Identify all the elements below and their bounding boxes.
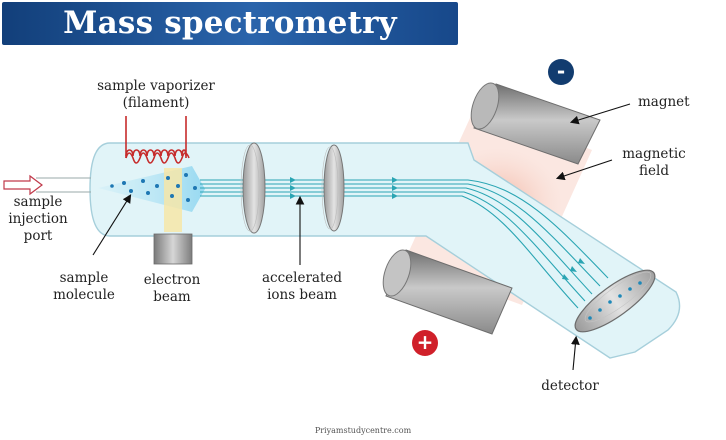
ions-label-line1: accelerated	[261, 270, 343, 286]
ion-beam	[200, 177, 609, 309]
magnet-top	[470, 82, 601, 165]
vacuum-tube	[89, 142, 681, 359]
accelerator-plate-2	[321, 144, 345, 232]
injection-port-label: sample injection port	[0, 194, 76, 245]
detector-label: detector	[541, 378, 599, 394]
injection-label-line3: port	[23, 228, 53, 244]
electron-label-line2: beam	[153, 289, 191, 305]
electron-gun	[153, 233, 193, 265]
title-banner: Mass spectrometry	[2, 2, 458, 45]
accelerator-plate-1	[240, 142, 266, 234]
vaporizer-label-line2: (filament)	[122, 95, 190, 111]
magnetic-field-label-line2: field	[639, 163, 669, 179]
page-title: Mass spectrometry	[63, 5, 397, 41]
molecule-label-line1: sample	[59, 270, 109, 286]
electron-beam-label: electron beam	[130, 272, 214, 306]
credit-text: Priyamstudycentre.com	[314, 426, 412, 435]
injection-label-line2: injection	[8, 211, 68, 227]
magnet-bottom	[382, 249, 513, 335]
detector-plate	[574, 269, 656, 333]
molecule-label-line2: molecule	[53, 287, 115, 303]
leader-lines	[92, 103, 631, 371]
negative-pole-icon: -	[548, 59, 574, 85]
positive-pole-icon: +	[412, 330, 438, 356]
ions-label-line2: ions beam	[267, 287, 337, 303]
injection-arrow	[3, 174, 91, 196]
magnet-label: magnet	[638, 94, 690, 110]
ions-beam-label: accelerated ions beam	[250, 270, 354, 304]
magnetic-field-label: magnetic field	[614, 146, 694, 180]
sample-cloud	[98, 166, 205, 232]
vaporizer-label-line1: sample vaporizer	[97, 78, 215, 94]
electron-label-line1: electron	[143, 272, 201, 288]
vaporizer-label: sample vaporizer (filament)	[86, 78, 226, 112]
sample-molecule-label: sample molecule	[38, 270, 130, 304]
magnetic-field-label-line1: magnetic	[622, 146, 686, 162]
filament-coil	[125, 116, 190, 164]
injection-label-line1: sample	[13, 194, 63, 210]
